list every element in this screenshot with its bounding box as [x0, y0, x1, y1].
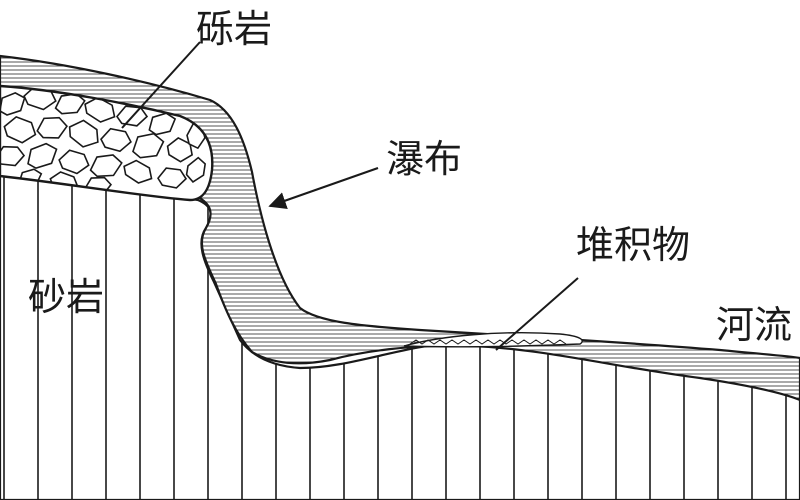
pebble-shape: [148, 112, 177, 136]
river-label: 河流: [716, 303, 792, 347]
conglomerate-leader-line: [121, 41, 201, 129]
pebble-shape: [100, 127, 132, 153]
deposit-layer: [403, 332, 583, 348]
pebble-shape: [185, 156, 207, 183]
pebble-shape: [58, 149, 90, 175]
pebble-shape: [68, 119, 99, 148]
pebble-shape: [3, 116, 37, 144]
pebble-shape: [157, 167, 188, 189]
pebble-shape: [123, 159, 153, 184]
pebble-shape: [36, 116, 68, 139]
pebble-shape: [27, 142, 58, 170]
pebble-shape: [54, 92, 86, 115]
pebble-shape: [132, 132, 165, 159]
waterfall-label: 瀑布: [386, 137, 462, 181]
deposit-leader-line: [495, 277, 579, 351]
conglomerate-label: 砾岩: [196, 7, 272, 51]
deposit-label: 堆积物: [576, 223, 690, 267]
sandstone-label: 砂岩: [28, 275, 104, 319]
pebble-shape: [166, 137, 194, 163]
pebble-shape: [89, 154, 123, 178]
waterfall-arrow: [268, 166, 379, 210]
conglomerate-layer: [0, 84, 214, 202]
